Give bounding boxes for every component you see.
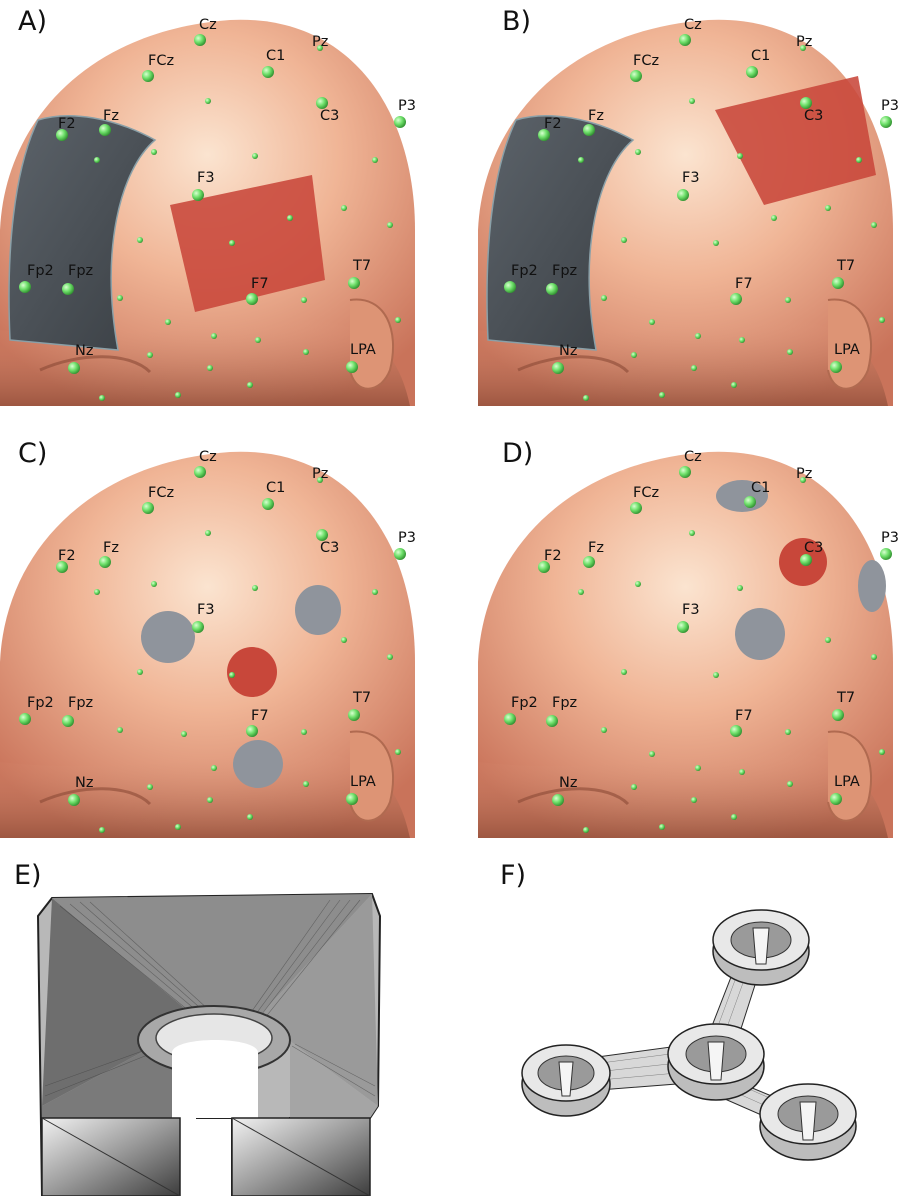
panel-a: Cz Pz FCz C1 F2 Fz C3 P3 F3 Fp2 Fpz F7 T… (0, 0, 420, 406)
cathode-disc (858, 560, 886, 612)
label-c1: C1 (266, 480, 285, 496)
disc-top (713, 910, 809, 985)
label-fcz: FCz (148, 53, 174, 69)
label-f3: F3 (682, 170, 700, 186)
panel-d: Cz Pz FCz C1 F2 Fz C3 P3 F3 Fp2 Fpz F7 T… (478, 432, 898, 838)
head-model-a: Cz Pz FCz C1 F2 Fz C3 P3 F3 Fp2 Fpz F7 T… (0, 0, 420, 406)
label-fcz: FCz (148, 485, 174, 501)
panel-f: F) (478, 856, 898, 1196)
label-fcz: FCz (633, 53, 659, 69)
label-p3: P3 (398, 530, 416, 546)
label-f3: F3 (682, 602, 700, 618)
head-model-d: Cz Pz FCz C1 F2 Fz C3 P3 F3 Fp2 Fpz F7 T… (478, 432, 898, 838)
label-f3: F3 (197, 602, 215, 618)
label-fp2: Fp2 (27, 695, 54, 711)
label-nz: Nz (75, 775, 93, 791)
label-t7: T7 (836, 258, 855, 274)
panel-letter-b: B) (502, 6, 531, 37)
label-f7: F7 (735, 708, 753, 724)
label-fz: Fz (588, 540, 604, 556)
panel-c: Cz Pz FCz C1 F2 Fz C3 P3 F3 Fp2 Fpz F7 T… (0, 432, 420, 838)
anode-disc (227, 647, 277, 697)
label-cz: Cz (684, 17, 702, 33)
panel-letter-c: C) (18, 438, 47, 469)
label-f2: F2 (544, 116, 562, 132)
cathode-disc (141, 611, 195, 663)
panel-letter-d: D) (502, 438, 533, 469)
label-cz: Cz (199, 17, 217, 33)
label-f2: F2 (58, 548, 76, 564)
label-c1: C1 (751, 480, 770, 496)
label-fp2: Fp2 (511, 263, 538, 279)
label-pz: Pz (796, 466, 812, 482)
label-pz: Pz (312, 34, 328, 50)
cathode-disc (295, 585, 341, 635)
label-fpz: Fpz (552, 263, 577, 279)
label-cz: Cz (684, 449, 702, 465)
label-t7: T7 (352, 690, 371, 706)
label-fz: Fz (588, 108, 604, 124)
label-c3: C3 (320, 540, 339, 556)
label-fz: Fz (103, 108, 119, 124)
label-fpz: Fpz (68, 263, 93, 279)
panel-e: E) (0, 856, 420, 1196)
head-model-b: Cz Pz FCz C1 F2 Fz C3 P3 F3 Fp2 Fpz F7 T… (478, 0, 898, 406)
label-p3: P3 (398, 98, 416, 114)
electrode-holder-model (0, 856, 420, 1196)
cathode-disc (233, 740, 283, 788)
label-fp2: Fp2 (511, 695, 538, 711)
label-lpa: LPA (834, 774, 860, 790)
label-t7: T7 (352, 258, 371, 274)
disc-center (668, 1024, 764, 1100)
label-c3: C3 (804, 108, 823, 124)
label-lpa: LPA (350, 342, 376, 358)
label-fp2: Fp2 (27, 263, 54, 279)
label-f7: F7 (251, 708, 269, 724)
label-nz: Nz (75, 343, 93, 359)
disc-left (522, 1045, 610, 1116)
label-fcz: FCz (633, 485, 659, 501)
label-nz: Nz (559, 343, 577, 359)
label-t7: T7 (836, 690, 855, 706)
label-f3: F3 (197, 170, 215, 186)
label-lpa: LPA (834, 342, 860, 358)
multi-electrode-holder-model (478, 856, 898, 1196)
label-f7: F7 (251, 276, 269, 292)
label-p3: P3 (881, 98, 898, 114)
label-f7: F7 (735, 276, 753, 292)
label-c1: C1 (266, 48, 285, 64)
label-fz: Fz (103, 540, 119, 556)
panel-b: Cz Pz FCz C1 F2 Fz C3 P3 F3 Fp2 Fpz F7 T… (478, 0, 898, 406)
label-fpz: Fpz (68, 695, 93, 711)
label-f2: F2 (544, 548, 562, 564)
label-pz: Pz (312, 466, 328, 482)
label-cz: Cz (199, 449, 217, 465)
disc-right (760, 1084, 856, 1160)
label-nz: Nz (559, 775, 577, 791)
head-model-c: Cz Pz FCz C1 F2 Fz C3 P3 F3 Fp2 Fpz F7 T… (0, 432, 420, 838)
panel-letter-a: A) (18, 6, 47, 37)
cathode-disc (735, 608, 785, 660)
label-c1: C1 (751, 48, 770, 64)
label-c3: C3 (320, 108, 339, 124)
label-c3: C3 (804, 540, 823, 556)
label-p3: P3 (881, 530, 898, 546)
label-f2: F2 (58, 116, 76, 132)
label-lpa: LPA (350, 774, 376, 790)
label-fpz: Fpz (552, 695, 577, 711)
label-pz: Pz (796, 34, 812, 50)
